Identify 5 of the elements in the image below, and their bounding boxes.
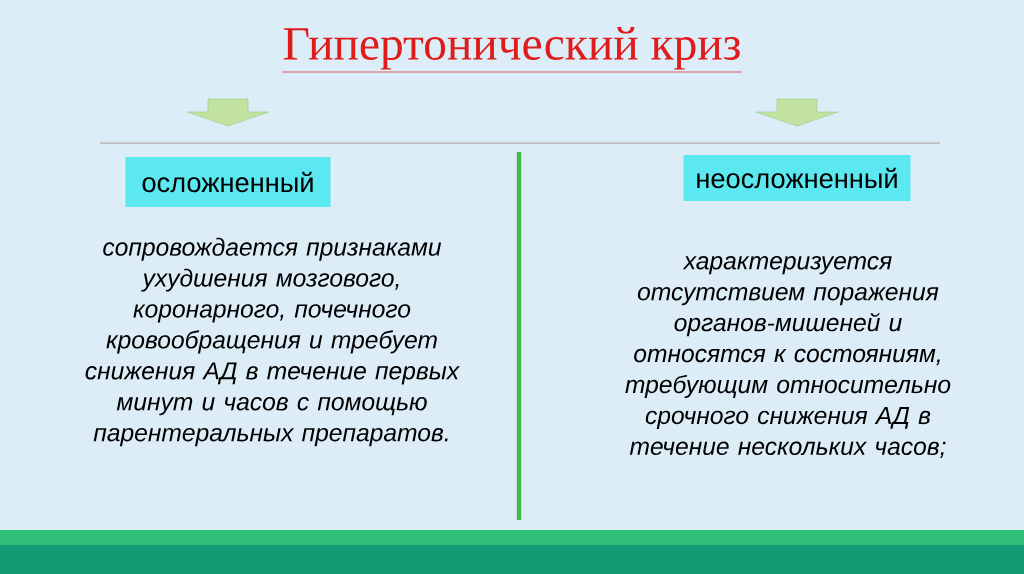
category-box: осложненный	[125, 157, 331, 207]
description-text: сопровождается признаками ухудшения мозгового, коронарного, почечного кровообращения и требует снижения АД в течение первых минут и часов с помощью парентеральных препаратов.	[85, 237, 460, 447]
title: Гипертонический криз	[282, 26, 742, 73]
category-box: неосложненный	[683, 155, 911, 201]
description-text: характеризуется отсутствием поражения органов-мишеней и относятся к состояниям, требующим относительно срочного снижения АД в течение нескольких часов;	[625, 256, 951, 458]
